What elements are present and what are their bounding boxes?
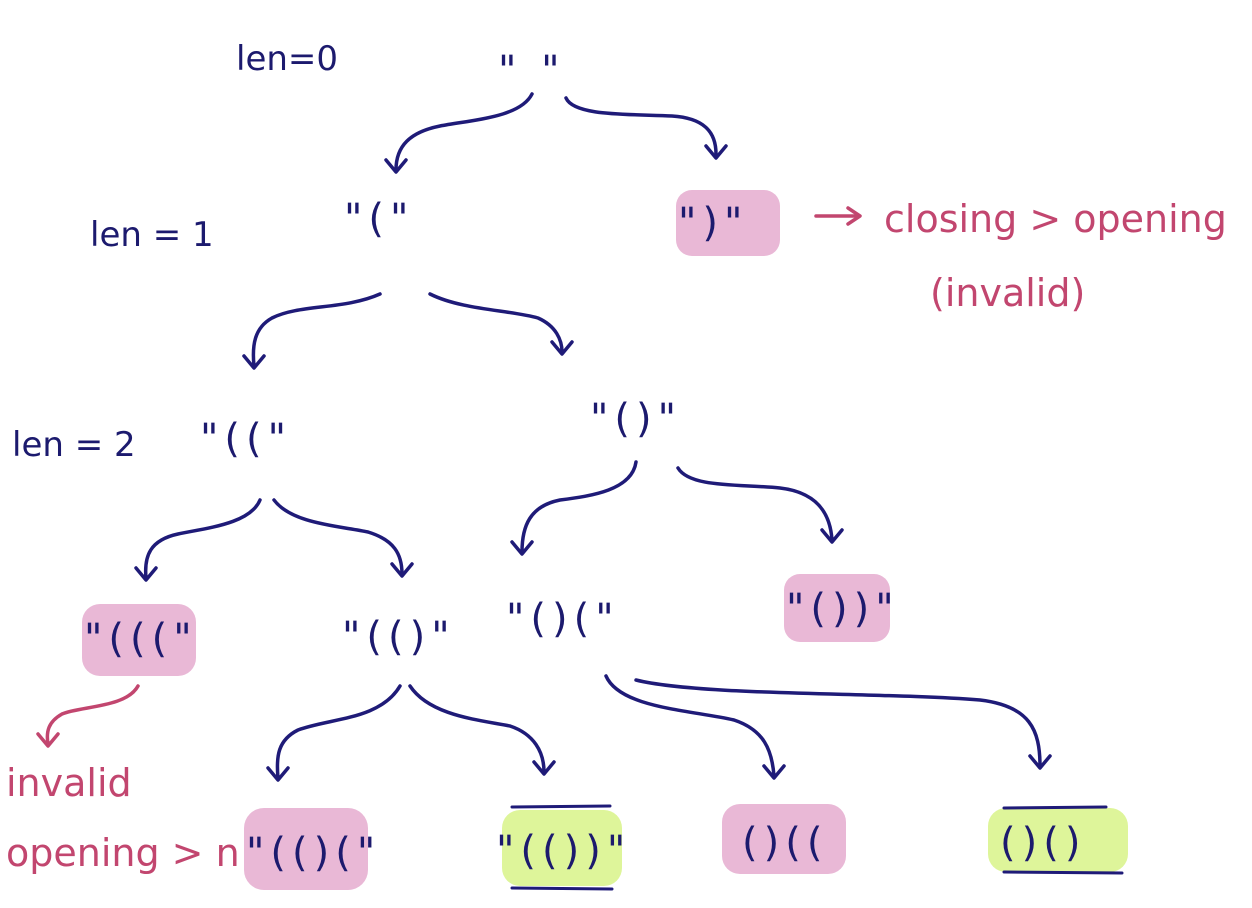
node-pair-pair: ()(): [1000, 820, 1086, 866]
node-nested-open: "(()": [342, 614, 456, 660]
edge-pair-open-right-arrowhead: [1028, 754, 1052, 770]
edge-root-right-arrowhead: [704, 144, 728, 160]
node-open1: "(": [344, 196, 414, 242]
edge-nested-open-left-arrowhead: [266, 766, 290, 782]
node-pair-close: "())": [786, 586, 900, 632]
highlight-open3: [82, 604, 196, 676]
highlight-close1: [676, 190, 780, 256]
highlight-nested-pair-open: [244, 808, 368, 890]
node-pair: "()": [590, 396, 682, 442]
node-open3: "(((": [84, 616, 198, 662]
node-nested-pair-open: "(()(": [246, 830, 381, 876]
highlight-nested-full: [502, 810, 622, 886]
node-open2: "((": [200, 416, 292, 462]
edge-pair-right-arrowhead: [820, 528, 844, 544]
bar-bottom-nested-full: [510, 886, 614, 891]
note-invalid-paren: (invalid): [930, 271, 1085, 315]
edge-open1-right: [428, 292, 564, 354]
note-invalid-word: invalid: [6, 761, 132, 805]
arrow-closing-rule-head: [846, 206, 862, 226]
arrow-invalid-open3: [45, 684, 140, 746]
level-label-len0: len=0: [236, 39, 338, 79]
edge-pair-left: [520, 460, 638, 554]
note-opening-rule: opening > n: [6, 831, 240, 875]
bar-top-nested-full: [510, 804, 612, 809]
node-pair-open-open: ()((: [742, 820, 828, 866]
edge-nested-open-left: [275, 684, 402, 780]
edge-nested-open-right: [408, 684, 546, 774]
edge-open1-left-arrowhead: [242, 354, 266, 370]
node-close1: ")": [678, 200, 748, 246]
edge-root-left: [394, 92, 534, 172]
edge-pair-open-right: [634, 678, 1042, 768]
level-label-len2: len = 2: [12, 425, 136, 465]
edge-open1-left: [251, 292, 382, 368]
edge-nested-open-right-arrowhead: [532, 760, 556, 776]
bar-top-pair-pair: [1002, 805, 1108, 810]
edge-root-left-arrowhead: [384, 158, 408, 174]
edge-open1-right-arrowhead: [550, 340, 574, 356]
edge-pair-open-left-arrowhead: [762, 764, 786, 780]
edge-open2-right: [272, 498, 404, 576]
node-pair-open: "()(": [506, 596, 620, 642]
node-root: " ": [498, 48, 566, 94]
edge-root-right: [564, 96, 718, 156]
edge-open2-right-arrowhead: [390, 562, 414, 578]
bar-bottom-pair-pair: [1002, 870, 1124, 875]
highlight-pair-close: [784, 574, 890, 642]
highlight-pair-open-open: [722, 804, 846, 874]
edge-pair-open-left: [604, 674, 776, 778]
arrow-invalid-open3-head: [36, 732, 60, 748]
level-label-len1: len = 1: [90, 215, 214, 255]
note-closing-rule: closing > opening: [884, 197, 1227, 241]
highlight-pair-pair: [988, 808, 1128, 872]
edge-open2-left-arrowhead: [134, 566, 158, 582]
edge-pair-right: [676, 466, 834, 542]
edge-pair-left-arrowhead: [510, 540, 534, 556]
edge-open2-left: [143, 498, 262, 580]
node-nested-full: "(())": [496, 828, 631, 874]
